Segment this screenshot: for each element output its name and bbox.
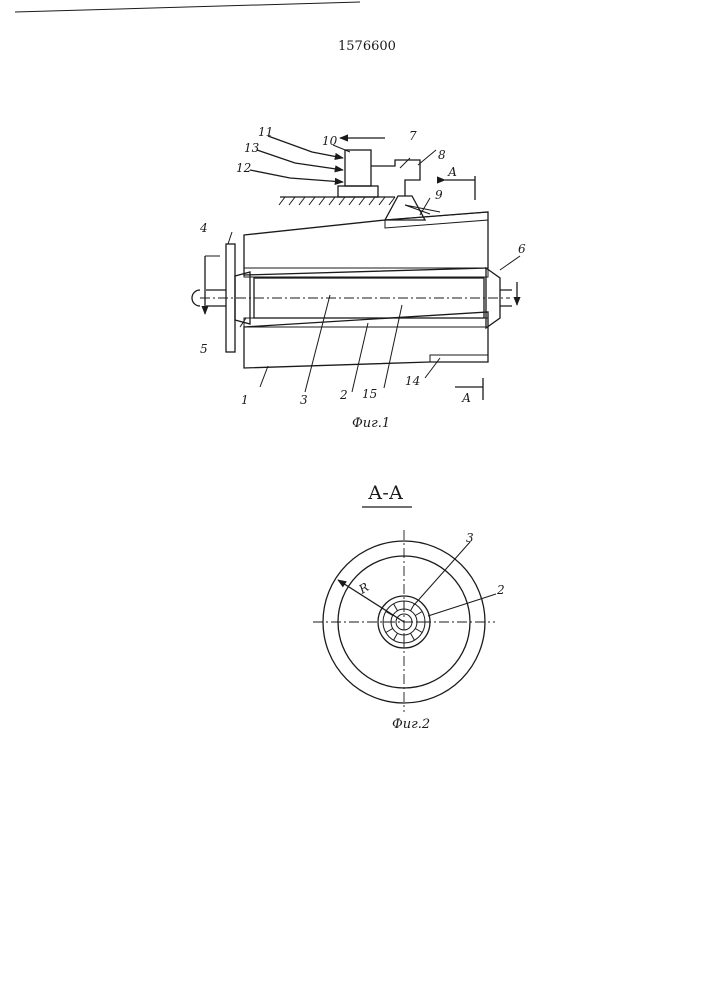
top-rule xyxy=(15,2,360,12)
fig2-caption: Фиг.2 xyxy=(392,717,430,732)
label-section-a-bottom: А xyxy=(461,391,471,405)
label-14: 14 xyxy=(405,374,420,388)
label-1: 1 xyxy=(241,393,249,407)
label-15: 15 xyxy=(362,387,377,401)
label-2: 2 xyxy=(339,388,348,402)
control-unit-base xyxy=(338,186,378,197)
label-6: 6 xyxy=(518,242,526,256)
label-11: 11 xyxy=(258,125,273,139)
label-3: 3 xyxy=(300,393,308,407)
fig2-label-3: 3 xyxy=(466,531,474,545)
leader-2 xyxy=(428,594,496,616)
coating-layer-bottom xyxy=(430,355,488,362)
section-mark-top xyxy=(445,176,475,200)
label-section-a-top: А xyxy=(447,165,457,179)
roll-body-1-bottom xyxy=(244,312,488,368)
label-9: 9 xyxy=(435,188,443,202)
label-13: 13 xyxy=(244,141,260,155)
label-7: 7 xyxy=(409,129,417,143)
fig2-label-2: 2 xyxy=(496,583,505,597)
radius-arrow xyxy=(338,580,404,622)
spray-lines xyxy=(405,205,440,214)
fig1-caption: Фиг.1 xyxy=(352,416,390,431)
control-unit-10 xyxy=(345,150,371,186)
label-10: 10 xyxy=(322,134,338,148)
patent-number: 1576600 xyxy=(338,39,396,54)
label-12: 12 xyxy=(236,161,251,175)
input-line-13 xyxy=(257,150,343,170)
radius-label: R xyxy=(356,580,372,597)
base-ground xyxy=(279,197,395,205)
label-8: 8 xyxy=(438,148,446,162)
leader-3 xyxy=(414,542,470,605)
label-5: 5 xyxy=(200,342,208,356)
section-title: А-А xyxy=(368,482,404,504)
figure-1: 11 10 7 13 8 12 А 9 4 6 5 14 1 3 2 15 А … xyxy=(192,125,526,431)
roll-body-1-top xyxy=(244,212,488,275)
label-4: 4 xyxy=(199,221,208,235)
input-line-12 xyxy=(250,170,343,182)
figure-2: А-А R 3 2 Фиг.2 xyxy=(313,482,505,732)
